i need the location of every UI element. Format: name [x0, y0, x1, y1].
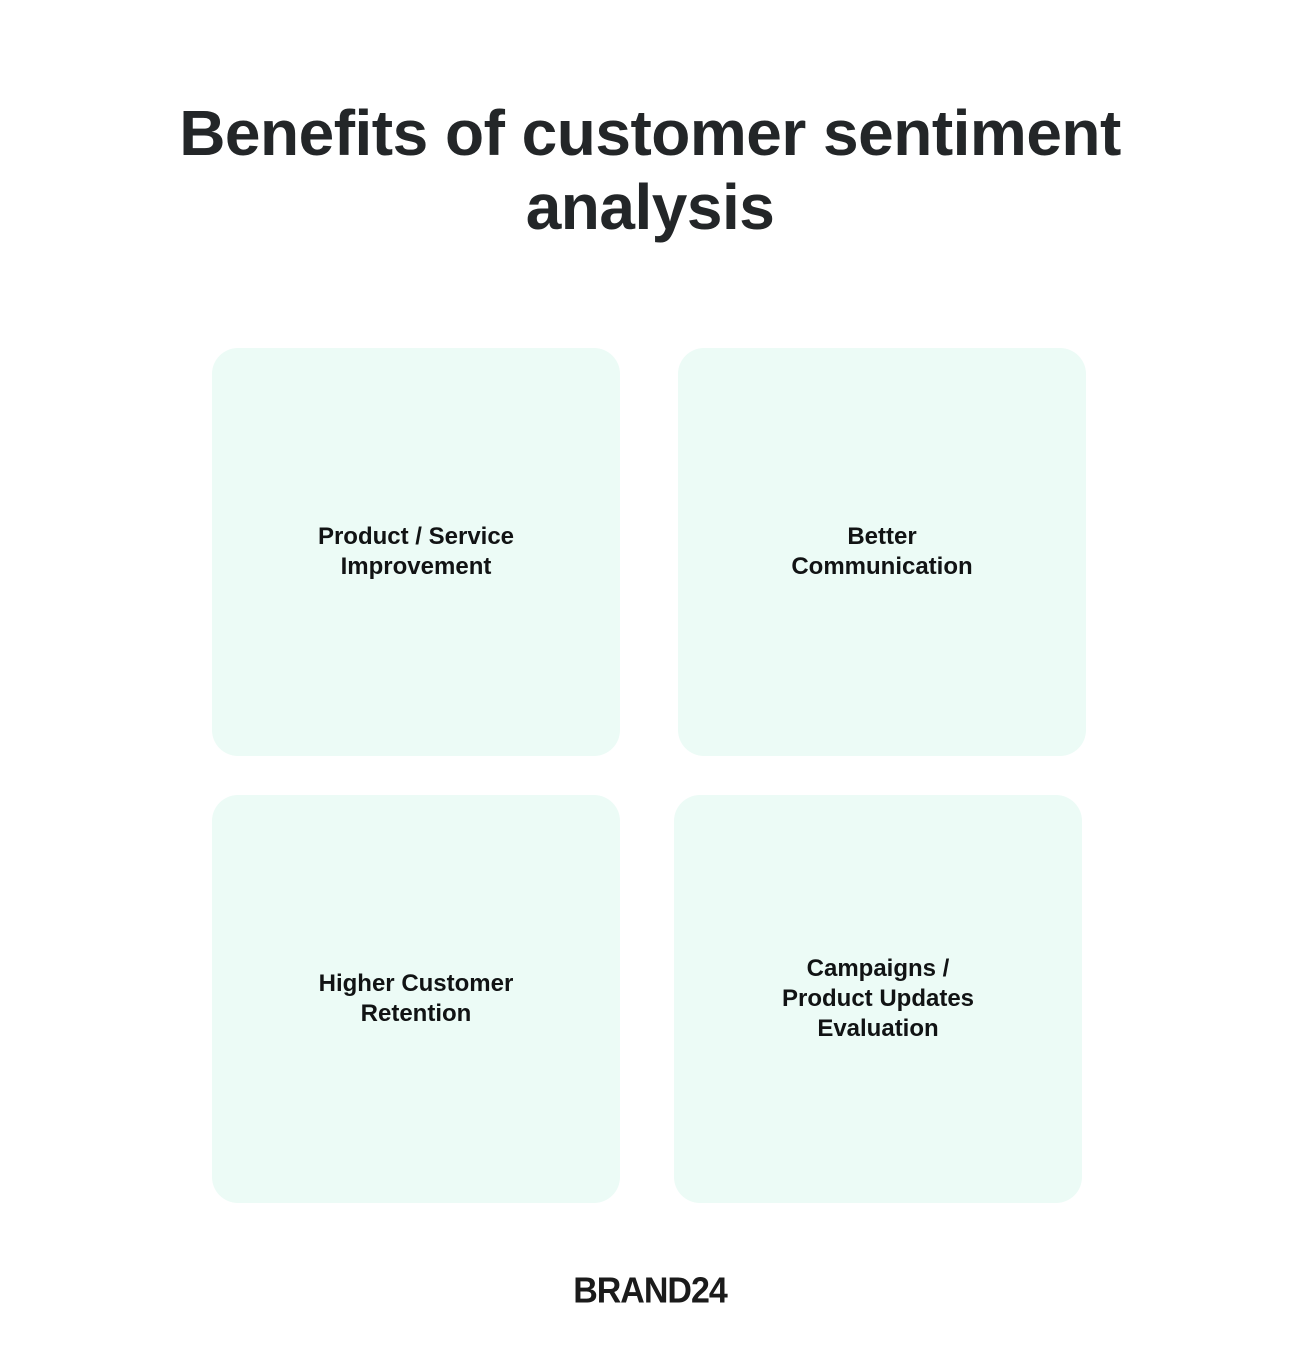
benefit-card-product-service-improvement: Product / Service Improvement	[212, 348, 620, 756]
benefit-card-better-communication: Better Communication	[678, 348, 1086, 756]
benefit-card-label: Product / Service Improvement	[317, 523, 515, 580]
benefit-card-higher-customer-retention: Higher Customer Retention	[212, 795, 620, 1203]
benefit-card-label: Higher Customer Retention	[318, 970, 514, 1027]
benefit-card-campaigns-evaluation: Campaigns / Product Updates Evaluation	[674, 795, 1082, 1203]
benefit-card-label: Better Communication	[791, 523, 973, 580]
page-title: Benefits of customer sentiment analysis	[179, 97, 1121, 243]
benefit-card-label: Campaigns / Product Updates Evaluation	[781, 955, 975, 1042]
brand-logo: BRAND24	[573, 1271, 728, 1311]
